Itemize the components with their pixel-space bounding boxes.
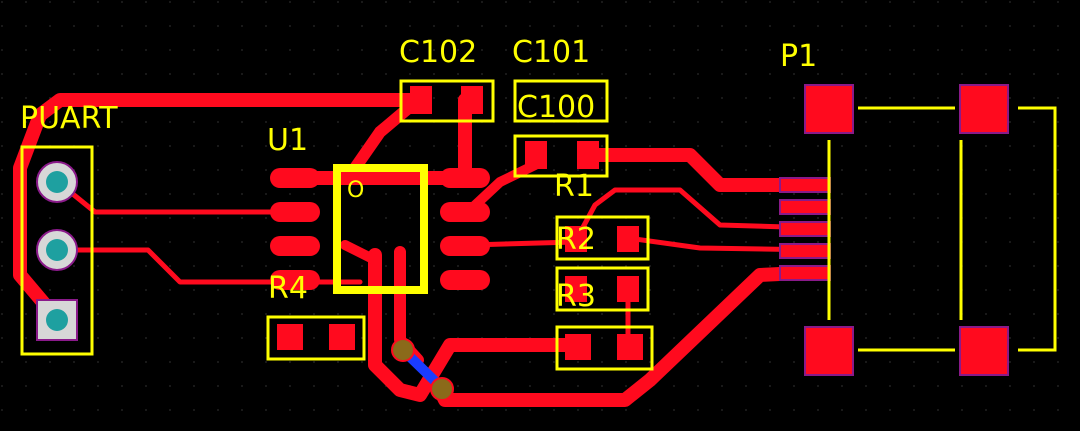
silkscreen	[20, 79, 1057, 371]
label-r3: R3	[556, 279, 596, 314]
c102-pad-2	[461, 86, 483, 114]
trace-c102-u1-diag	[344, 94, 424, 184]
p1-shield-pad-tr	[959, 84, 1009, 134]
u1-pad-7	[440, 202, 490, 222]
label-u1: U1	[267, 123, 308, 158]
u1-pad-4	[270, 270, 320, 290]
trace-c100-to-p1	[583, 148, 827, 192]
u1-pad-6	[440, 236, 490, 256]
u1-pad-1	[270, 168, 320, 188]
p1-outline-right	[1018, 106, 1057, 352]
u1-pad-5	[440, 270, 490, 290]
u1-pad-2	[270, 202, 320, 222]
r5-pad-1	[565, 334, 591, 360]
r3-pad-2	[617, 276, 639, 302]
r5-outline	[555, 325, 654, 371]
label-r4: R4	[268, 271, 308, 306]
label-c100: C100	[517, 90, 595, 125]
puart-pin-1-hole	[46, 171, 68, 193]
trace-r1-to-p1	[572, 187, 823, 245]
c102-outline	[399, 79, 495, 123]
trace-puart-pin2-to-u1	[55, 247, 363, 285]
label-c102: C102	[399, 35, 477, 70]
r3-pad-1	[565, 276, 587, 302]
puart-pins	[36, 161, 78, 341]
c100-pad-1	[525, 141, 547, 169]
u1-pin1-marker: O	[347, 178, 364, 203]
puart-pin-3-hole	[46, 309, 68, 331]
c102-pad-1	[410, 86, 432, 114]
trace-u1-internal	[340, 240, 380, 265]
puart-outline	[20, 145, 94, 356]
label-c101: C101	[512, 35, 590, 70]
p1-pads	[779, 84, 1009, 376]
r4-outline	[266, 315, 366, 361]
p1-pin-4	[779, 243, 831, 259]
pads	[270, 86, 643, 360]
trace-u1-bottom-loop	[368, 248, 582, 402]
u1-body-outline	[333, 164, 428, 294]
u1-pad-3	[270, 236, 320, 256]
r5-pad-2	[617, 334, 643, 360]
p1-shield-pad-tl	[804, 84, 854, 134]
p1-shield-pad-bl	[804, 326, 854, 376]
r4-pad-2	[329, 324, 355, 350]
c100-pad-2	[577, 141, 599, 169]
p1-pin-1	[779, 177, 831, 193]
puart-pin-2-hole	[46, 239, 68, 261]
designators: PUART U1 O C102 C101 C100 R1 R2 R3 R4 P1	[20, 35, 817, 314]
vias	[391, 338, 454, 401]
r2-pad-2	[617, 226, 639, 252]
p1-pin-2	[779, 199, 831, 215]
c101-outline	[513, 79, 609, 123]
r4-pad-1	[277, 324, 303, 350]
p1-pin-3	[779, 221, 831, 237]
r2-pad-1	[565, 226, 587, 252]
via-2	[430, 377, 454, 401]
p1-pin-5	[779, 265, 831, 281]
label-r2: R2	[556, 222, 596, 257]
label-puart: PUART	[20, 101, 118, 136]
c100-outline	[513, 134, 609, 178]
label-r1: R1	[554, 169, 594, 204]
label-p1: P1	[780, 39, 817, 74]
u1-pad-8	[440, 168, 490, 188]
via-1	[391, 338, 415, 362]
r3-outline	[555, 266, 650, 312]
p1-shield-pad-br	[959, 326, 1009, 376]
r2-outline	[555, 215, 650, 261]
